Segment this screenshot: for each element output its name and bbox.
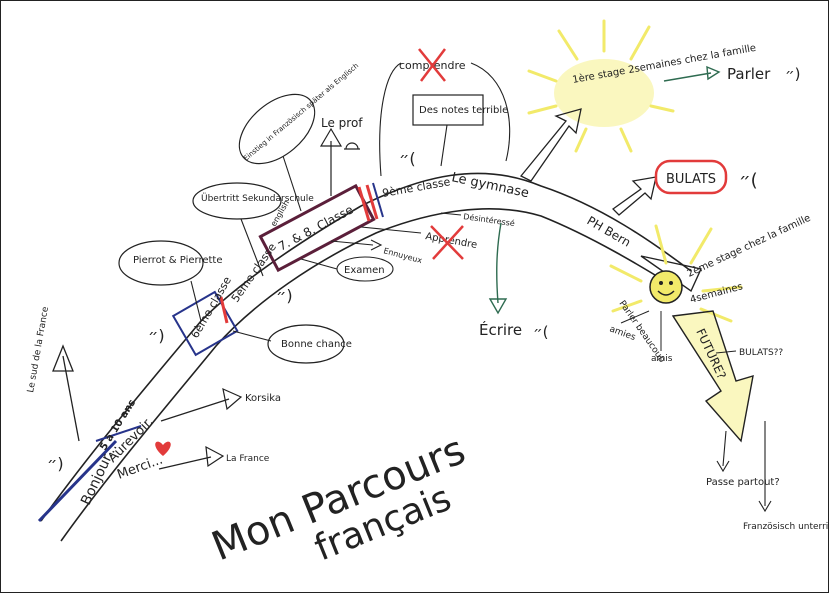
label-sud: Le sud de la France: [26, 306, 51, 394]
arrow-korsika: [222, 387, 243, 411]
label-ecrire: Écrire: [479, 320, 522, 339]
start-line-2: [95, 425, 142, 442]
label-desinteresse: Désintéressé: [463, 211, 516, 228]
arrow-passe-partout: [716, 460, 730, 473]
branch-desinteresse: [440, 212, 462, 216]
smiley-red-1: ״): [47, 454, 64, 473]
bubble-bonne-chance: [267, 324, 345, 364]
bubble-examen: [336, 256, 394, 282]
label-examen: Examen: [344, 265, 385, 276]
branch-bonne-chance: [232, 330, 272, 342]
label-7-8: 7. & 8. Classe: [276, 202, 356, 253]
cross-apprendre-b: [432, 225, 464, 260]
branch-korsika: [160, 398, 230, 422]
smiley-green-parler: ״): [785, 65, 801, 83]
label-ph-bern: PH Bern: [585, 213, 634, 249]
arrow-sud: [52, 344, 74, 372]
label-pierrot: Pierrot & Pierrette: [133, 255, 222, 266]
main-path-lower-edge: [60, 208, 682, 542]
branch-des-notes: [440, 124, 448, 167]
label-des-notes: Des notes terrible: [419, 105, 508, 116]
blue-stripe-1: [372, 182, 384, 218]
label-bulats: BULATS: [666, 172, 716, 187]
cross-comprendre-b: [420, 48, 446, 82]
arrow-la-france: [205, 445, 225, 468]
branch-examen: [300, 258, 338, 270]
box-6eme: [171, 290, 239, 357]
smiley-blue-2: ״): [276, 286, 293, 305]
branch-amies: [620, 310, 650, 324]
arrow-to-bulats: [611, 176, 657, 216]
box-des-notes: [412, 94, 484, 126]
arrow-ennuyeux: [370, 239, 383, 251]
arrow-le-prof: [319, 127, 343, 147]
branch-la-france: [158, 456, 212, 470]
label-la-france: La France: [226, 454, 270, 464]
label-bulats-q: BULATS??: [739, 348, 783, 358]
red-stripe-1: [219, 296, 229, 324]
label-bonne-chance: Bonne chance: [281, 339, 352, 350]
smiley-green-ecrire: ״(: [533, 323, 549, 341]
branch-passe-partout: [722, 430, 727, 467]
box-bulats: [654, 159, 728, 195]
branch-comprendre-2: [470, 62, 511, 162]
label-stage2: 2ème stage chez la famille: [685, 212, 812, 280]
branch-ecrire: [496, 222, 502, 304]
future-arrow: [671, 310, 754, 443]
label-6eme: 6ème classe: [188, 274, 234, 340]
arrow-to-sun1: [519, 108, 582, 182]
main-path-upper-edge: [40, 172, 692, 522]
label-gymnase: Le gymnase: [450, 170, 530, 201]
red-stripe-3: [365, 184, 379, 220]
red-stripe-2: [357, 186, 371, 222]
smiley-blue-3: ״(: [399, 149, 416, 168]
label-uebertritt: Übertritt Sekundarschule: [201, 193, 314, 204]
arrow-ecrire: [488, 298, 508, 315]
smiley-blue-1: ״): [148, 326, 165, 345]
label-9eme: 9ème classe: [381, 175, 451, 200]
start-line: [37, 439, 118, 523]
label-4semaines: 4semaines: [689, 281, 744, 306]
smiley-red-bulats: ״(: [739, 170, 758, 191]
prof-icon: [344, 142, 360, 150]
bubble-einstieg: [238, 93, 316, 165]
arrow-franzoesisch: [758, 500, 772, 513]
label-passe-partout: Passe partout?: [706, 477, 780, 488]
bubble-pierrot: [118, 240, 204, 286]
arrow-parler-head: [706, 65, 721, 81]
label-einstieg: Einstieg in Französisch später als Engli…: [242, 62, 360, 163]
label-franzoesisch: Französisch unterrichten?: [743, 522, 828, 532]
branch-uebertritt: [240, 218, 264, 277]
branch-comprendre: [379, 62, 402, 177]
branch-ennuyeux: [330, 240, 374, 246]
branch-sud: [62, 355, 80, 442]
branch-apprendre: [360, 226, 422, 234]
branch-pierrot: [190, 280, 202, 322]
bubble-uebertritt: [192, 182, 282, 220]
branch-bulats-q: [715, 350, 737, 354]
label-le-prof: Le prof: [321, 116, 363, 130]
smiley-sun-icon: [649, 270, 683, 304]
sun-stage-1: [527, 19, 675, 153]
label-amis: amis: [651, 354, 673, 364]
sun-stage-2: [609, 224, 743, 323]
branch-einstieg: [282, 155, 302, 212]
label-korsika: Korsika: [245, 393, 281, 404]
heart-icon: [155, 441, 171, 456]
arrow-parler-line: [663, 72, 712, 82]
label-parler: Parler: [727, 65, 771, 83]
